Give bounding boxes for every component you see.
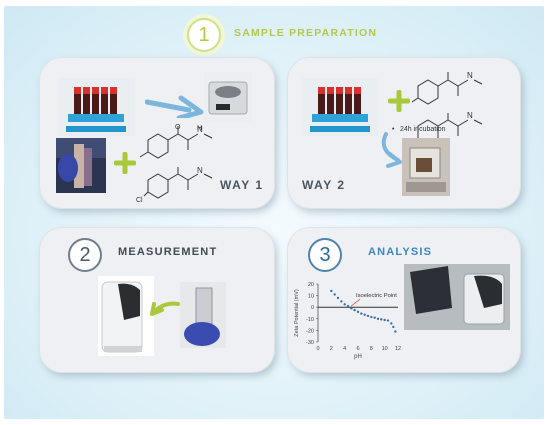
x-tick-label: 4 bbox=[343, 346, 346, 352]
nitrogen-label-4: N bbox=[467, 111, 473, 120]
data-point bbox=[350, 307, 353, 310]
step-2-badge: 2 bbox=[68, 238, 102, 272]
data-point bbox=[383, 318, 386, 322]
y-tick-label: -10 bbox=[306, 317, 314, 323]
section-title-measurement: MEASUREMENT bbox=[118, 246, 218, 258]
y-axis-label: Zeta Potential (mV) bbox=[294, 289, 300, 337]
cuvette-in-hand-photo bbox=[180, 282, 226, 348]
y-tick-label: 0 bbox=[311, 305, 314, 311]
molecule-methyl-structure: O N H bbox=[139, 124, 213, 159]
step-2-number: 2 bbox=[79, 243, 91, 266]
nitrogen-label-3: N bbox=[467, 71, 473, 80]
section-title-sample-preparation: SAMPLE PREPARATION bbox=[234, 27, 378, 39]
nitrogen-label-2: N bbox=[197, 166, 203, 175]
x-tick-label: 10 bbox=[382, 346, 388, 352]
y-tick-label: 20 bbox=[308, 282, 314, 288]
zetasizer-photo bbox=[98, 276, 154, 356]
measurement-panel: 2 MEASUREMENT bbox=[40, 228, 274, 372]
data-point bbox=[390, 322, 393, 325]
data-point bbox=[360, 312, 363, 315]
sample-vial-photo bbox=[56, 138, 106, 193]
plus-icon bbox=[114, 152, 136, 174]
x-axis-label: pH bbox=[354, 354, 362, 360]
molecule-chloro-structure: Cl N bbox=[136, 166, 213, 204]
y-tick-label: -20 bbox=[306, 328, 314, 334]
x-tick-label: 8 bbox=[370, 346, 373, 352]
data-point bbox=[346, 304, 350, 308]
way-1-label: WAY 1 bbox=[220, 178, 264, 192]
data-point bbox=[376, 317, 380, 320]
nitrogen-label: N bbox=[197, 125, 203, 134]
centrifuge-photo bbox=[204, 72, 252, 122]
x-tick-label: 0 bbox=[316, 346, 319, 352]
chlorine-label: Cl bbox=[136, 197, 143, 204]
data-point bbox=[336, 296, 340, 300]
way-2-label: WAY 2 bbox=[302, 178, 346, 192]
right-arrow-icon bbox=[145, 95, 204, 118]
instrument-laptop-image bbox=[404, 264, 510, 330]
step-3-badge: 3 bbox=[308, 238, 342, 272]
curved-arrow-icon bbox=[381, 132, 402, 168]
x-tick-label: 6 bbox=[356, 346, 359, 352]
data-point bbox=[370, 315, 373, 319]
data-point bbox=[363, 313, 366, 316]
step-1-badge: 1 bbox=[187, 18, 221, 52]
instrument-laptop-photo bbox=[404, 264, 510, 330]
step-1-number: 1 bbox=[198, 23, 210, 46]
hydrogen-label: H bbox=[197, 125, 202, 132]
annotation-arrow bbox=[350, 298, 361, 307]
centrifuge-image bbox=[204, 72, 252, 122]
data-point bbox=[366, 314, 370, 318]
sample-vial-image bbox=[56, 138, 106, 193]
data-point bbox=[330, 289, 333, 293]
incubation-device-image bbox=[402, 138, 450, 196]
data-point bbox=[394, 330, 397, 333]
cuvette-in-hand-image bbox=[180, 282, 226, 348]
data-point bbox=[340, 300, 343, 303]
tube-rack-image-2 bbox=[302, 78, 378, 136]
incubation-note: 24h incubation bbox=[400, 126, 446, 133]
figure-background: 1 SAMPLE PREPARATION bbox=[4, 6, 544, 419]
plus-icon-2 bbox=[388, 90, 410, 112]
tube-rack-photo-2 bbox=[302, 78, 378, 136]
oxygen-label: O bbox=[175, 124, 181, 131]
data-point bbox=[353, 308, 356, 312]
data-point bbox=[343, 303, 346, 306]
data-point bbox=[380, 318, 383, 321]
incubation-note-bullet: • bbox=[392, 126, 395, 133]
zetasizer-image bbox=[98, 276, 154, 356]
way-1-panel: O N H Cl N WAY 1 bbox=[40, 58, 274, 208]
tube-rack-image bbox=[58, 78, 135, 136]
tube-rack-photo bbox=[58, 78, 135, 136]
data-point bbox=[392, 325, 395, 329]
data-point bbox=[333, 293, 336, 296]
incubation-device-photo bbox=[402, 138, 450, 196]
annotation-label: Isoelectric Point bbox=[356, 293, 397, 299]
data-point bbox=[386, 319, 390, 322]
x-tick-label: 12 bbox=[395, 346, 401, 352]
section-title-analysis: ANALYSIS bbox=[368, 246, 433, 258]
data-point bbox=[356, 310, 360, 314]
left-arrow-icon bbox=[150, 301, 180, 316]
step-3-number: 3 bbox=[319, 243, 331, 266]
data-point bbox=[373, 316, 376, 319]
x-tick-label: 2 bbox=[330, 346, 333, 352]
y-tick-label: 10 bbox=[308, 294, 314, 300]
way-2-panel: N N Cl • 24h incubation WAY 2 bbox=[288, 58, 520, 208]
y-tick-label: -30 bbox=[306, 340, 314, 346]
